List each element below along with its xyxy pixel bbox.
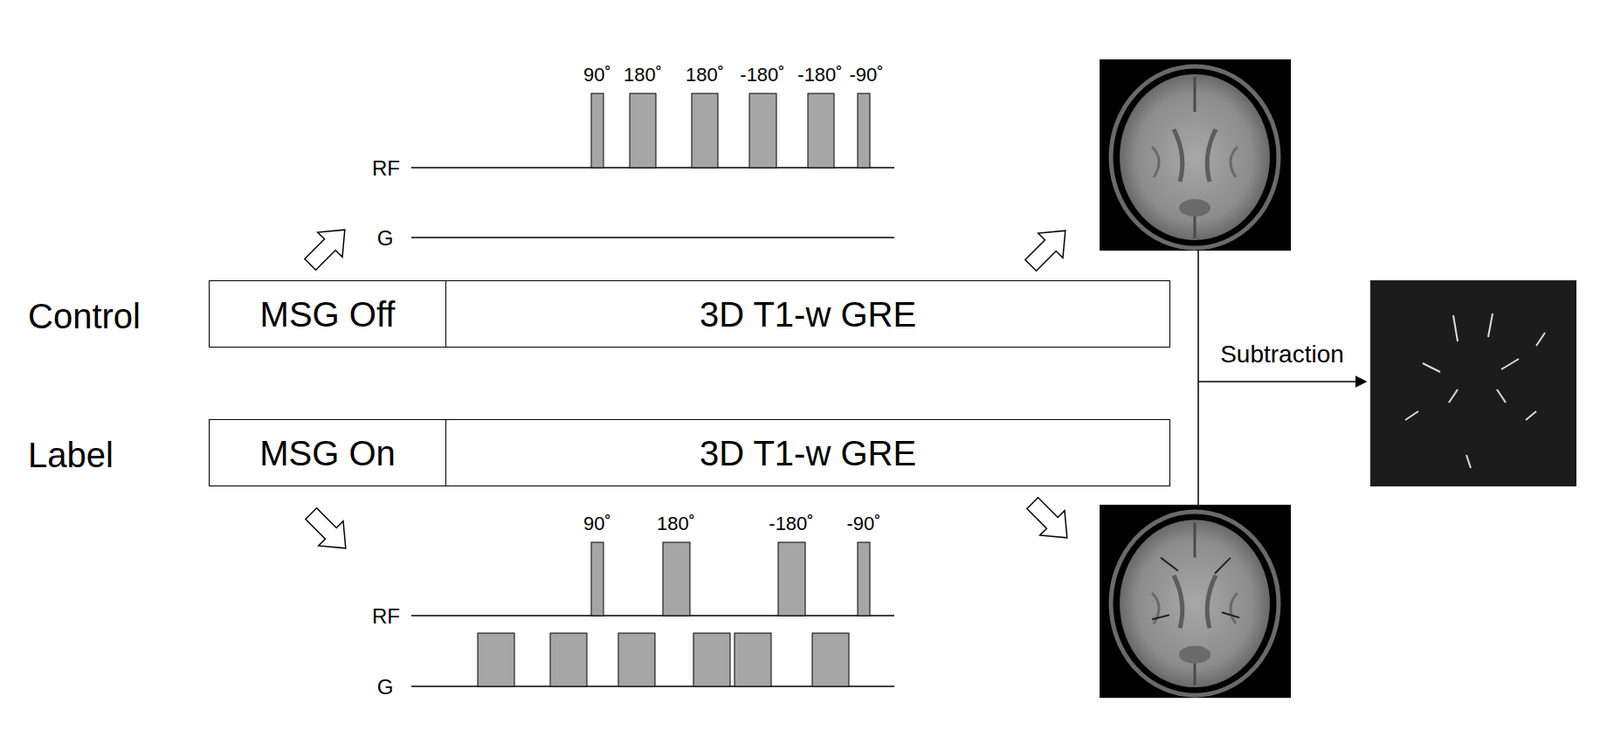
open-arrow: [1018, 218, 1078, 278]
control-sequence: [411, 93, 895, 238]
row-label: Label: [27, 437, 114, 473]
axis-label: G: [377, 227, 394, 249]
box-text: MSG Off: [260, 296, 396, 332]
process-box: 3D T1-w GRE: [445, 280, 1171, 348]
subtraction-image: [1370, 280, 1577, 487]
open-arrow: [297, 217, 358, 277]
open-arrow: [1020, 490, 1080, 551]
process-box: MSG On: [208, 419, 447, 487]
axis-label: RF: [372, 158, 400, 180]
box-text: 3D T1-w GRE: [699, 435, 917, 471]
process-box: MSG Off: [208, 280, 447, 348]
row-label: Control: [27, 298, 141, 334]
pulse-angle: -180˚: [797, 65, 842, 85]
axis-label: RF: [372, 606, 400, 628]
pulse-angle: 180˚: [685, 65, 725, 85]
label-image: [1099, 504, 1291, 698]
control-image: [1099, 59, 1291, 251]
pulse-angle: 90˚: [583, 514, 612, 534]
pulse-angle: 180˚: [656, 514, 696, 534]
open-arrow: [298, 501, 359, 561]
box-text: 3D T1-w GRE: [699, 296, 917, 332]
operation-label: Subtraction: [1220, 342, 1345, 367]
process-box: 3D T1-w GRE: [445, 419, 1171, 487]
pulse-angle: -90˚: [846, 514, 881, 534]
axis-label: G: [377, 676, 394, 698]
label-sequence: [411, 542, 895, 687]
box-text: MSG On: [259, 435, 396, 471]
pulse-angle: 180˚: [623, 65, 663, 85]
pulse-angle: -180˚: [768, 514, 814, 534]
wire: [1197, 249, 1200, 505]
pulse-angle: -90˚: [848, 65, 883, 85]
pulse-angle: -180˚: [739, 65, 785, 85]
pulse-angle: 90˚: [583, 65, 612, 85]
subtraction-arrow: [1198, 380, 1366, 383]
